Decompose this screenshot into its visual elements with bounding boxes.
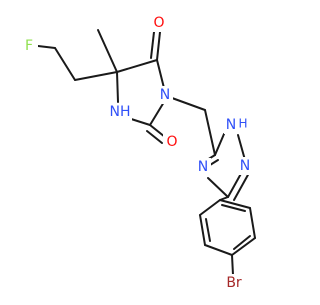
bond-tri-n4-c5-b: [209, 159, 219, 166]
bond-ph-4-5: [231, 237, 256, 256]
bond-ch2-triazole: [204, 109, 216, 156]
atom-nitrogen-triazole-right: N: [240, 158, 250, 174]
bond-c5-c4: [116, 59, 158, 73]
bond-c4-n3: [156, 59, 165, 89]
bond-ph-inner-b: [233, 235, 251, 250]
bond-ph-inner-c: [221, 204, 246, 212]
bond-ph-5-6: [249, 207, 256, 239]
bond-tri-n1-n2: [237, 134, 246, 161]
atom-oxygen-bottom: O: [166, 134, 177, 150]
bond-n1-c5: [116, 71, 119, 103]
bond-ph-inner-a: [205, 218, 211, 242]
bond-n3-ch2: [171, 97, 206, 111]
atom-nh-ring: NH: [110, 104, 131, 120]
atom-bromine: Br: [226, 275, 242, 291]
atom-nitrogen-imide: N: [160, 87, 170, 103]
bond-n3-c2: [149, 101, 165, 126]
bond-ch2b-f: [37, 45, 56, 49]
bond-ph-1-2: [199, 199, 221, 216]
bond-c5-methyl: [97, 29, 118, 73]
bond-c5-ch2a: [74, 71, 118, 81]
atom-hydrogen-triazole: H: [238, 117, 247, 131]
bond-c2-o-b: [146, 130, 163, 144]
molecule-structure: O O F N NH N H N N Br: [24, 15, 256, 291]
bond-tri-n2-c3-b: [233, 172, 250, 201]
bond-ch2a-ch2b: [54, 47, 76, 81]
bond-c4-o-b: [150, 31, 155, 59]
atom-oxygen-top: O: [153, 15, 164, 31]
bond-c4-o-a: [156, 31, 161, 61]
atom-fluorine: F: [25, 38, 33, 54]
bond-ph-6-1: [219, 199, 251, 209]
atom-nitrogen-triazole-h: N: [226, 117, 236, 133]
bond-c2-o-a: [149, 124, 166, 138]
bond-ph-3-4: [204, 244, 233, 256]
bond-ph-2-3: [199, 214, 206, 246]
molecule-diagram: O O F N NH N H N N Br: [24, 15, 256, 291]
atom-nitrogen-triazole-left: N: [198, 159, 208, 175]
bond-c-br: [231, 254, 234, 276]
bond-tri-c5-n1: [214, 133, 225, 156]
bond-tri-c3-n4: [207, 177, 229, 198]
